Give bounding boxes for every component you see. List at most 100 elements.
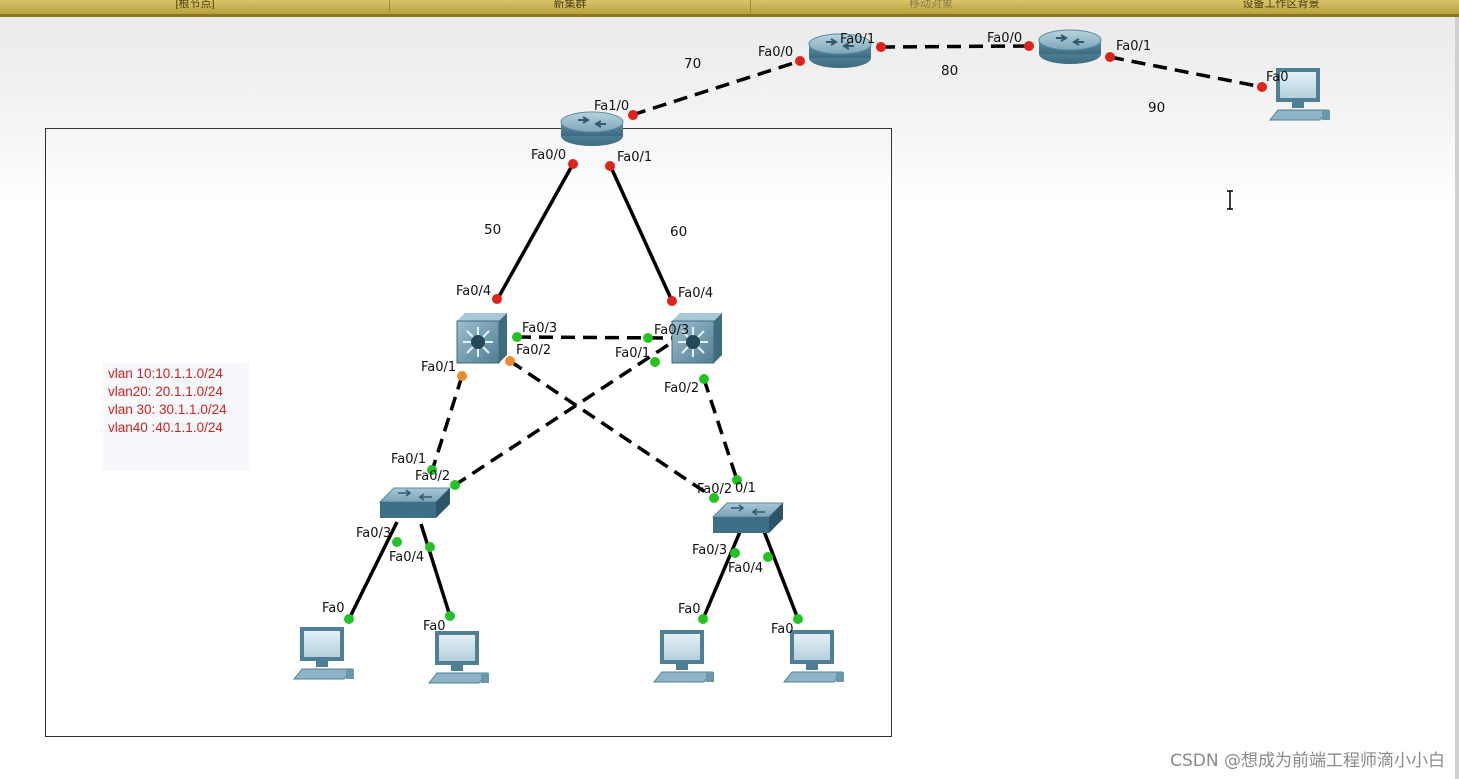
port-light-up <box>643 333 653 343</box>
port-label: Fa0/0 <box>758 45 793 60</box>
link-r1-mls2[interactable] <box>608 164 674 302</box>
port-indicators <box>344 41 1267 624</box>
port-light-up <box>793 614 803 624</box>
toolbar-move-object[interactable]: 移动对象 <box>909 0 953 9</box>
port-light-down <box>1257 82 1267 92</box>
port-label: Fa0/4 <box>728 561 763 576</box>
link-r3-pc5[interactable] <box>1109 55 1263 89</box>
port-light-up <box>344 614 354 624</box>
port-light-up <box>730 548 740 558</box>
link-label-90: 90 <box>1148 100 1165 116</box>
note-line: vlan20: 20.1.1.0/24 <box>108 384 223 399</box>
port-label: Fa0/4 <box>678 286 713 301</box>
link-label-70: 70 <box>684 56 701 72</box>
port-light-up <box>732 475 742 485</box>
note-line: vlan 30: 30.1.1.0/24 <box>108 402 227 417</box>
port-light-up <box>698 614 708 624</box>
multilayer-switch-1[interactable] <box>456 313 507 364</box>
port-light-down <box>876 42 886 52</box>
switch-1[interactable] <box>378 487 452 518</box>
workspace-scrollbar[interactable] <box>1455 17 1459 779</box>
port-light-up <box>425 542 435 552</box>
port-label: Fa0/0 <box>987 31 1022 46</box>
link-r1-mls1[interactable] <box>495 163 575 301</box>
port-light-down <box>1024 41 1034 51</box>
port-label: Fa0/4 <box>456 284 491 299</box>
port-label: 0/1 <box>735 481 756 496</box>
port-label: Fa0/3 <box>654 323 689 338</box>
toolbar-new-cluster[interactable]: 新集群 <box>553 0 587 9</box>
link-label-80: 80 <box>941 63 958 79</box>
link-mls1-sw1[interactable] <box>430 375 464 472</box>
port-light-up <box>445 611 455 621</box>
router-r2[interactable] <box>808 33 872 68</box>
link-label-50: 50 <box>484 222 501 238</box>
port-label: Fa0/1 <box>615 346 650 361</box>
note-line: vlan40 :40.1.1.0/24 <box>108 420 223 435</box>
port-light-down <box>795 56 805 66</box>
link-mls1-mls2[interactable] <box>516 335 673 340</box>
links <box>347 44 1263 620</box>
link-sw2-pc3[interactable] <box>701 526 744 620</box>
toolbar-root-node[interactable]: [根节点] <box>175 0 215 9</box>
cluster-area-rectangle[interactable] <box>45 128 892 737</box>
port-light-down <box>628 110 638 120</box>
link-sw2-pc4[interactable] <box>760 525 800 620</box>
router-r1[interactable] <box>560 111 624 146</box>
port-label: Fa0/3 <box>522 321 557 336</box>
link-r2-r3[interactable] <box>880 44 1030 49</box>
port-label: Fa0/2 <box>697 482 732 497</box>
link-mls1-sw2[interactable] <box>509 359 715 500</box>
pc-3[interactable] <box>652 630 714 683</box>
pc-2[interactable] <box>427 631 489 684</box>
port-label: Fa0/1 <box>840 32 875 47</box>
port-label: Fa0/0 <box>531 148 566 163</box>
vlan-note[interactable]: vlan 10:10.1.1.0/24 vlan20: 20.1.1.0/24 … <box>103 363 249 471</box>
port-light-up <box>650 357 660 367</box>
port-label: Fa0 <box>322 601 345 616</box>
port-light-down <box>492 294 502 304</box>
port-label: Fa0 <box>423 619 446 634</box>
port-light-up <box>699 374 709 384</box>
port-label: Fa0/2 <box>415 469 450 484</box>
toolbar-divider <box>389 0 390 12</box>
port-light-up <box>763 552 773 562</box>
link-r1-r2[interactable] <box>631 59 801 117</box>
link-sw1-pc1[interactable] <box>347 521 399 620</box>
port-label: Fa0/1 <box>617 150 652 165</box>
port-label: Fa0/1 <box>421 360 456 375</box>
port-light-down <box>568 159 578 169</box>
multilayer-switch-2[interactable] <box>671 313 722 364</box>
port-light-down <box>1105 52 1115 62</box>
port-label: Fa0/1 <box>1116 39 1151 54</box>
port-label: Fa1/0 <box>594 99 629 114</box>
toolbar-workspace-background[interactable]: 设备工作区背景 <box>1242 0 1320 9</box>
link-mls2-sw2[interactable] <box>702 378 739 481</box>
port-label: Fa0 <box>1266 70 1289 85</box>
port-light-blocking <box>505 356 515 366</box>
port-light-up <box>427 465 437 475</box>
port-labels: Fa1/0 Fa0/0 Fa0/1 Fa0/0 Fa0/1 Fa0 Fa0/0 … <box>322 31 1289 637</box>
port-light-up <box>392 537 402 547</box>
port-light-up <box>709 493 719 503</box>
port-light-down <box>667 296 677 306</box>
pc-5[interactable] <box>1268 68 1330 121</box>
port-label: Fa0 <box>771 622 794 637</box>
link-sw1-pc2[interactable] <box>419 523 452 617</box>
workspace-toolbar: [根节点] 新集群 移动对象 设备工作区背景 <box>0 0 1459 17</box>
switch-2[interactable] <box>711 502 785 533</box>
text-cursor-icon <box>1227 190 1233 210</box>
port-label: Fa0/2 <box>664 381 699 396</box>
router-r3[interactable] <box>1038 29 1102 64</box>
watermark: CSDN @想成为前端工程师滴小小白 <box>1170 751 1445 771</box>
link-mls2-sw1[interactable] <box>454 343 669 487</box>
port-label: Fa0/2 <box>516 343 551 358</box>
toolbar-divider <box>750 0 751 12</box>
pc-4[interactable] <box>782 630 844 683</box>
pc-1[interactable] <box>292 627 354 680</box>
port-label: Fa0/1 <box>391 452 426 467</box>
port-label: Fa0/3 <box>356 526 391 541</box>
link-label-60: 60 <box>670 224 687 240</box>
port-label: Fa0/3 <box>692 543 727 558</box>
